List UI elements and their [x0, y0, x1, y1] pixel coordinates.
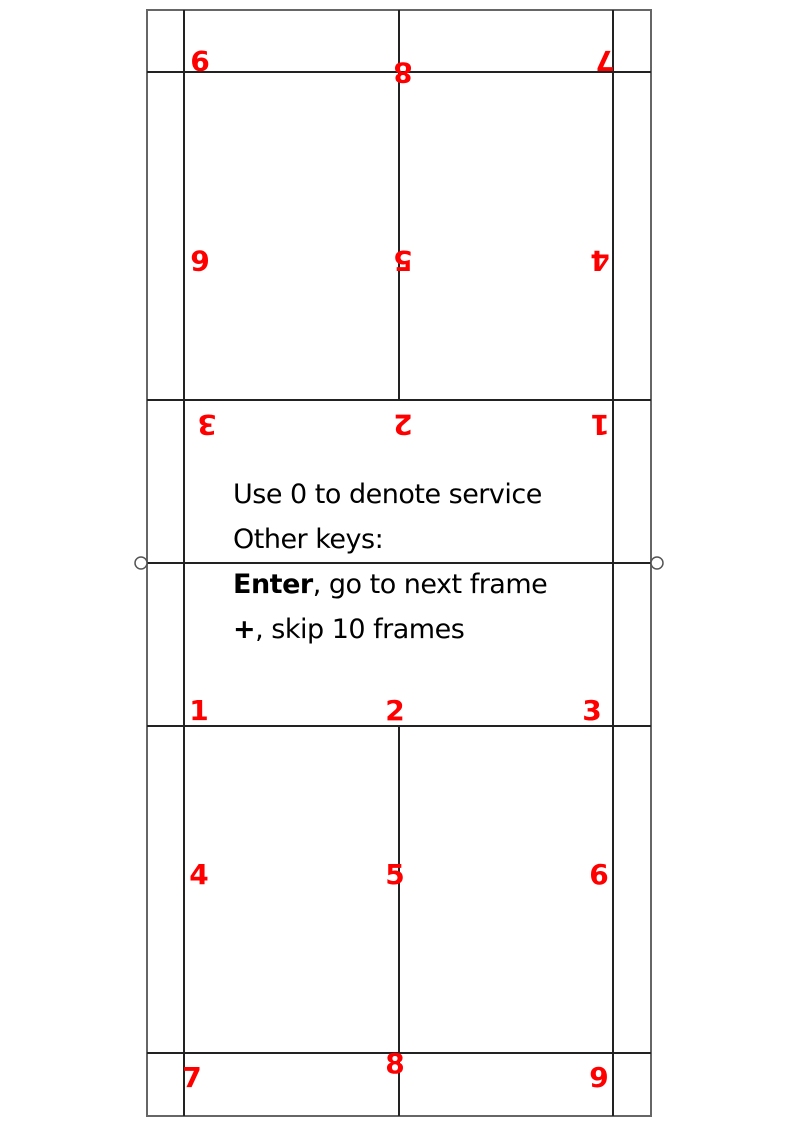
top-zone-1-label: 1	[590, 408, 610, 441]
enter-key-description: , go to next frame	[312, 569, 548, 600]
bottom-zone-3-label: 3	[582, 694, 602, 727]
bottom-zone-6-label: 6	[589, 858, 609, 891]
bottom-zone-4-label: 4	[189, 858, 209, 891]
top-zone-4-label: 4	[590, 244, 610, 277]
bottom-zone-8-label: 8	[385, 1047, 405, 1080]
bottom-zone-9-label: 9	[589, 1061, 609, 1094]
top-zone-9-label: 9	[190, 44, 210, 77]
enter-key-label: Enter	[233, 569, 313, 600]
top-zone-7-label: 7	[595, 44, 615, 77]
instruction-plus: +, skip 10 frames	[233, 607, 547, 652]
bottom-zone-1-label: 1	[189, 694, 209, 727]
instruction-other-keys: Other keys:	[233, 524, 384, 555]
right-net-post-handle[interactable]	[650, 556, 664, 570]
keyboard-instructions: Use 0 to denote service Other keys: Ente…	[233, 472, 548, 652]
bottom-zone-5-label: 5	[385, 858, 405, 891]
instruction-enter: Enter, go to next frame	[233, 562, 548, 607]
plus-key-description: , skip 10 frames	[255, 614, 465, 645]
top-zone-5-label: 5	[393, 244, 413, 277]
left-net-post-handle[interactable]	[134, 556, 148, 570]
plus-key-label: +	[233, 614, 256, 645]
top-zone-3-label: 3	[197, 408, 217, 441]
instruction-service: Use 0 to denote service	[233, 479, 542, 510]
top-zone-6-label: 6	[190, 244, 210, 277]
top-zone-2-label: 2	[393, 408, 413, 441]
bottom-zone-2-label: 2	[385, 694, 405, 727]
top-zone-8-label: 8	[393, 56, 413, 89]
bottom-zone-7-label: 7	[182, 1061, 202, 1094]
